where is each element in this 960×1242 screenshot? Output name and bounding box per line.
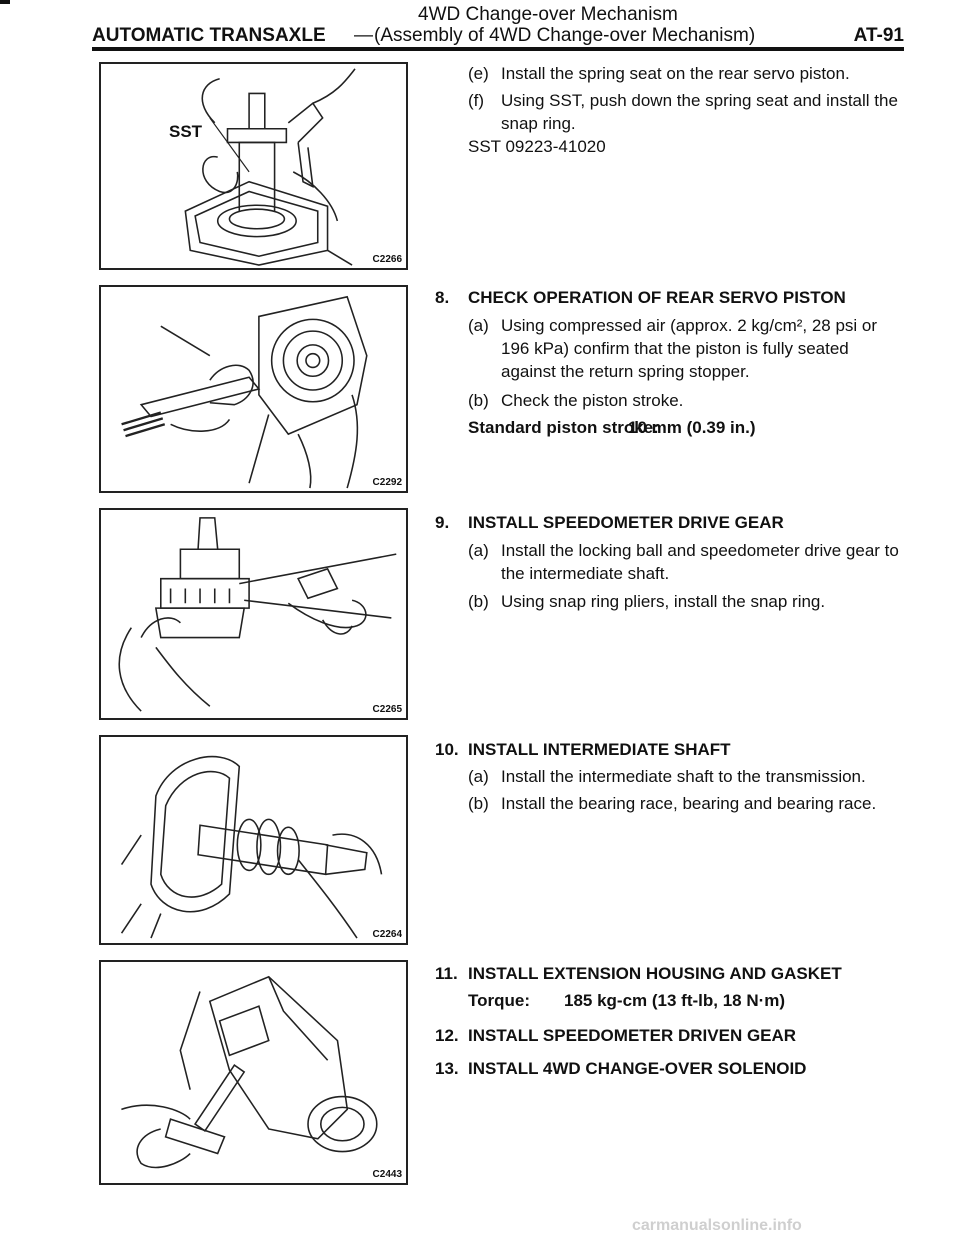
figure-code: C2443	[372, 1169, 402, 1180]
figure-snap-ring-pliers: C2265	[99, 508, 408, 720]
header-rule	[92, 47, 904, 51]
figure-code: C2266	[372, 254, 402, 265]
sst-label: SST	[169, 122, 203, 141]
corner-mark	[0, 0, 10, 4]
torque-spec: Torque: 185 kg-cm (13 ft-lb, 18 N·m)	[468, 991, 786, 1010]
figure-air-check: C2292	[99, 285, 408, 493]
figure-code: C2264	[372, 929, 402, 940]
section-title: 4WD Change-over Mechanism	[418, 4, 678, 25]
illustration-extension-housing	[121, 975, 378, 1169]
header-subtitle: (Assembly of 4WD Change-over Mechanism)	[374, 25, 756, 46]
watermark: carmanualsonline.info	[632, 1217, 802, 1234]
figure-code: C2265	[372, 704, 402, 715]
header-dash: —	[354, 25, 373, 46]
figure-intermediate-shaft: C2264	[99, 735, 408, 945]
illustration-snap-ring-pliers	[118, 517, 397, 712]
piston-stroke-spec: Standard piston stroke: 10 mm (0.39 in.)	[468, 418, 756, 437]
illustration-intermediate-shaft	[120, 755, 383, 939]
illustration-sst-press	[184, 68, 356, 266]
chapter-title: AUTOMATIC TRANSAXLE	[92, 25, 326, 46]
illustration-compressed-air	[121, 295, 368, 489]
sst-number: SST 09223-41020	[468, 137, 606, 156]
page-number: AT-91	[853, 25, 904, 46]
figure-extension-housing: C2443	[99, 960, 408, 1185]
figure-code: C2292	[372, 477, 402, 488]
figure-sst-spring-seat: SST C2266	[99, 62, 408, 270]
